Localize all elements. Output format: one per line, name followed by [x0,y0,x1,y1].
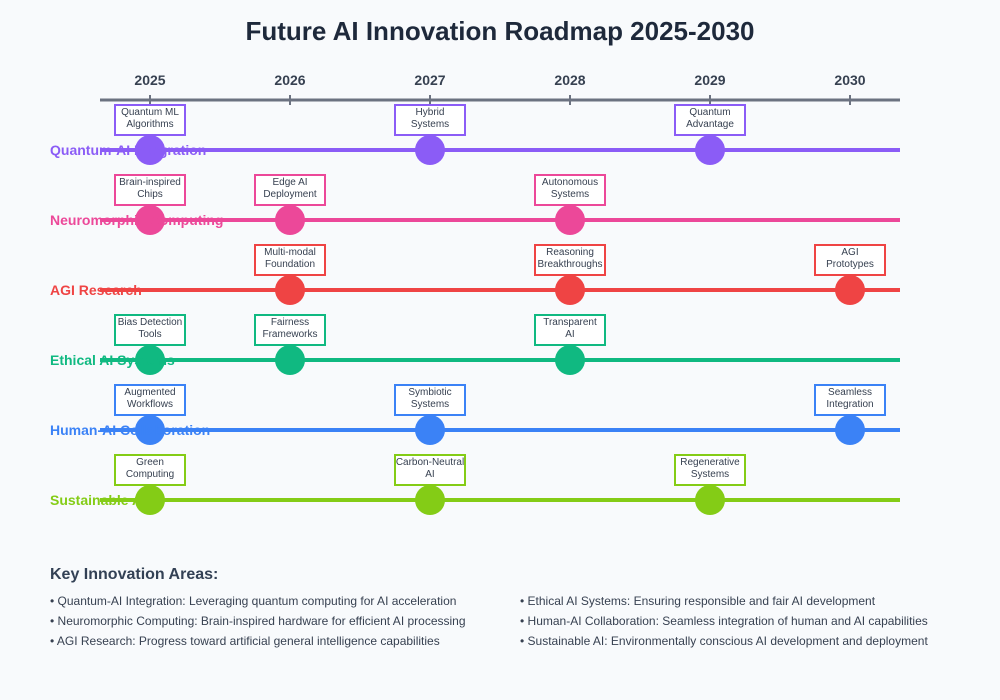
milestone-label: Breakthroughs [537,259,602,270]
track-label: Neuromorphic Computing [50,212,223,228]
milestone-label: Quantum ML [121,107,179,118]
milestone-marker [275,345,305,375]
milestone-marker [695,135,725,165]
milestone-box [394,104,466,136]
year-label: 2029 [694,72,725,88]
milestone-marker [835,415,865,445]
milestone-marker [555,205,585,235]
year-label: 2028 [554,72,585,88]
key-item: • Sustainable AI: Environmentally consci… [520,634,928,648]
milestone-label: Deployment [263,189,317,200]
milestone-marker [555,345,585,375]
key-title: Key Innovation Areas: [50,566,219,583]
milestone-label: Autonomous [542,177,598,188]
year-label: 2026 [274,72,305,88]
milestone-box [674,454,746,486]
milestone-label: Prototypes [826,259,874,270]
milestone-label: Augmented [124,387,175,398]
key-item: • Human-AI Collaboration: Seamless integ… [520,614,928,628]
year-label: 2030 [834,72,865,88]
milestone-label: Symbiotic [408,387,451,398]
key-item: • Neuromorphic Computing: Brain-inspired… [50,614,466,628]
track-label: Sustainable AI [50,492,146,508]
milestone-box [674,104,746,136]
milestone-label: Workflows [127,399,173,410]
milestone-box [114,454,186,486]
milestone-box [394,454,466,486]
key-item: • Ethical AI Systems: Ensuring responsib… [520,594,876,608]
milestone-label: Algorithms [126,119,173,130]
milestone-box [254,174,326,206]
key-item: • AGI Research: Progress toward artifici… [50,634,440,648]
track-label: Ethical AI Systems [50,352,175,368]
year-label: 2027 [414,72,445,88]
milestone-marker [275,275,305,305]
milestone-label: Chips [137,189,163,200]
milestone-label: Transparent [543,317,597,328]
milestone-label: Systems [411,399,449,410]
milestone-label: Carbon-Neutral [396,457,464,468]
milestone-label: Multi-modal [264,247,316,258]
key-list-right: • Ethical AI Systems: Ensuring responsib… [520,594,928,654]
milestone-label: AGI [841,247,858,258]
milestone-label: Tools [138,329,161,340]
key-item: • Quantum-AI Integration: Leveraging qua… [50,594,457,608]
milestone-label: Bias Detection [118,317,182,328]
milestone-label: Hybrid [416,107,445,118]
milestone-label: AI [565,329,574,340]
milestone-label: Regenerative [680,457,740,468]
milestone-marker [275,205,305,235]
milestone-marker [415,135,445,165]
milestone-label: Systems [691,469,729,480]
milestone-box [114,384,186,416]
milestone-label: Frameworks [262,329,317,340]
milestone-label: Foundation [265,259,315,270]
milestone-label: Computing [126,469,174,480]
milestone-box [534,314,606,346]
milestone-label: Reasoning [546,247,594,258]
milestone-box [254,244,326,276]
milestone-label: Systems [551,189,589,200]
milestone-label: Advantage [686,119,734,130]
milestone-marker [135,135,165,165]
milestone-label: Seamless [828,387,872,398]
milestone-marker [135,415,165,445]
milestone-label: Edge AI [272,177,307,188]
milestone-label: Green [136,457,164,468]
milestone-box [534,244,606,276]
milestone-marker [695,485,725,515]
milestone-box [814,244,886,276]
milestone-marker [415,485,445,515]
track-label: Human-AI Collaboration [50,422,210,438]
milestone-label: Quantum [689,107,730,118]
milestone-box [114,174,186,206]
milestone-marker [135,345,165,375]
milestone-box [114,104,186,136]
milestone-label: Fairness [271,317,309,328]
milestone-label: Integration [826,399,873,410]
milestone-marker [135,485,165,515]
milestone-box [534,174,606,206]
milestone-box [394,384,466,416]
milestone-marker [835,275,865,305]
milestone-label: AI [425,469,434,480]
track-label: AGI Research [50,282,142,298]
page-title: Future AI Innovation Roadmap 2025-2030 [245,16,755,46]
key-list-left: • Quantum-AI Integration: Leveraging qua… [50,594,466,654]
year-label: 2025 [134,72,165,88]
milestone-box [814,384,886,416]
milestone-label: Systems [411,119,449,130]
track-label: Quantum-AI Integration [50,142,206,158]
milestone-marker [415,415,445,445]
milestone-marker [555,275,585,305]
milestone-label: Brain-inspired [119,177,181,188]
milestone-marker [135,205,165,235]
milestone-box [254,314,326,346]
milestone-box [114,314,186,346]
